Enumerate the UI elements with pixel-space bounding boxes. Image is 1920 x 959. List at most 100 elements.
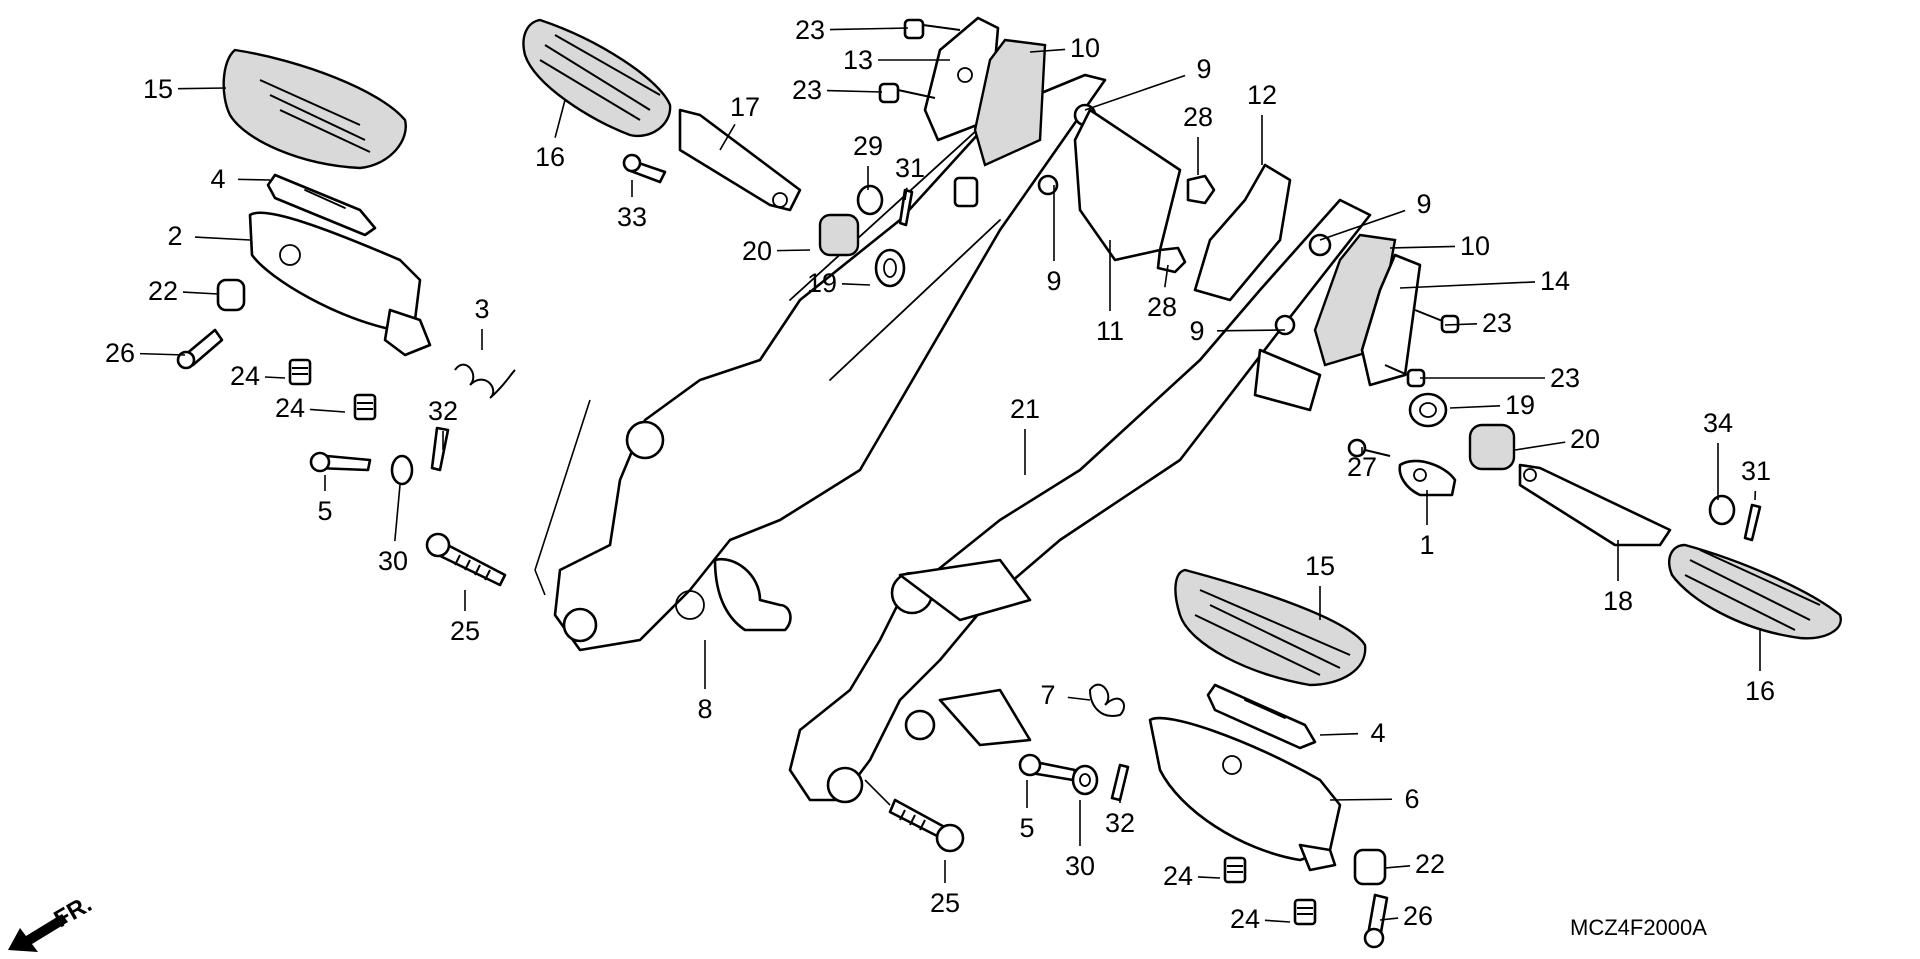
leader-line <box>1197 876 1221 879</box>
leader-line <box>394 484 401 542</box>
callout-label: 23 <box>1550 363 1580 393</box>
callout-label: 29 <box>853 131 883 161</box>
leader-line <box>182 291 219 295</box>
callout-label: 20 <box>1570 424 1600 454</box>
label-leaders <box>139 27 1761 923</box>
callout-label: 9 <box>1189 316 1204 346</box>
diagram-code: MCZ4F2000A <box>1570 915 1707 940</box>
callout-label: 25 <box>450 616 480 646</box>
part-pivot-bolt-left[interactable] <box>176 328 224 370</box>
part-bolt-23b[interactable] <box>878 82 936 104</box>
part-spring-3[interactable] <box>454 363 516 399</box>
part-bolt-25b[interactable] <box>888 798 965 853</box>
callout-label: 6 <box>1404 784 1419 814</box>
part-guard-12[interactable] <box>1193 163 1292 302</box>
part-footpeg-rubber-15b[interactable] <box>1174 568 1367 687</box>
callout-label: 21 <box>1010 394 1040 424</box>
part-pin-5b[interactable] <box>1018 753 1077 782</box>
leader-line <box>826 89 883 93</box>
callout-label: 2 <box>167 221 182 251</box>
callout-label: 15 <box>1305 551 1335 581</box>
part-bolt-23a[interactable] <box>903 18 961 40</box>
part-washer-34[interactable] <box>1708 494 1736 526</box>
leader-line <box>1084 74 1186 111</box>
part-collar-left[interactable] <box>216 278 246 312</box>
callout-label: 13 <box>843 45 873 75</box>
leader-line <box>177 87 227 90</box>
callout-label: 23 <box>795 15 825 45</box>
callout-label: 9 <box>1416 189 1431 219</box>
part-washer-30b[interactable] <box>1071 764 1099 796</box>
leader-line <box>776 249 811 252</box>
part-rubber-pad-left[interactable] <box>266 173 377 237</box>
part-collar-20b[interactable] <box>1468 423 1516 471</box>
part-pivot-bolt-right[interactable] <box>1363 893 1389 949</box>
part-footpeg-right[interactable] <box>1148 716 1342 872</box>
callout-label: 23 <box>1482 308 1512 338</box>
callout-label: 24 <box>275 393 305 423</box>
part-nut-28a[interactable] <box>1186 174 1216 205</box>
part-bolt-24d[interactable] <box>1293 898 1317 926</box>
leader-line <box>264 376 286 379</box>
callout-label: 25 <box>930 888 960 918</box>
leader-line <box>1449 405 1501 409</box>
callout-label: 3 <box>474 294 489 324</box>
leader-line <box>309 408 346 413</box>
part-bolt-24b[interactable] <box>353 393 377 421</box>
callout-label: 22 <box>1415 849 1445 879</box>
part-footpeg-rubber-16a[interactable] <box>522 18 672 138</box>
part-collar-20a[interactable] <box>818 213 860 257</box>
callout-label: 32 <box>1105 808 1135 838</box>
part-bracket-1[interactable] <box>1398 459 1457 497</box>
part-spring-7[interactable] <box>1088 683 1125 717</box>
leader-line <box>1216 329 1286 332</box>
leader-line <box>1384 864 1411 869</box>
callout-label: 31 <box>895 153 925 183</box>
part-bolt-24c[interactable] <box>1223 856 1247 884</box>
part-pin-31a[interactable] <box>898 188 914 227</box>
callout-label: 14 <box>1540 266 1570 296</box>
callout-label: 15 <box>143 74 173 104</box>
part-footpeg-arm-18[interactable] <box>1518 463 1672 547</box>
callout-label: 9 <box>1196 54 1211 84</box>
part-pin-33[interactable] <box>622 153 667 184</box>
part-washer-30a[interactable] <box>390 454 414 486</box>
callout-label: 17 <box>730 92 760 122</box>
leader-line <box>1444 322 1478 326</box>
callout-label: 19 <box>807 268 837 298</box>
part-rubber-pad-right[interactable] <box>1206 683 1317 750</box>
part-washer-29[interactable] <box>856 184 884 216</box>
part-nut-28b[interactable] <box>1156 246 1187 274</box>
callout-label: 10 <box>1070 33 1100 63</box>
part-plate-10a[interactable] <box>973 38 1047 167</box>
part-bolt-24a[interactable] <box>288 358 312 386</box>
part-washer-19a[interactable] <box>874 248 906 288</box>
leader-line <box>719 123 736 151</box>
part-footpeg-arm-17[interactable] <box>678 108 802 212</box>
callout-label: 28 <box>1147 292 1177 322</box>
part-guard-11[interactable] <box>1073 108 1182 262</box>
part-footpeg-rubber-left[interactable] <box>222 48 407 170</box>
part-pin-32b[interactable] <box>1110 763 1130 802</box>
callout-label: 11 <box>1096 316 1124 346</box>
leader-line <box>841 283 871 286</box>
leader-line <box>1514 441 1566 451</box>
part-collar-22b[interactable] <box>1353 848 1387 886</box>
leader-line <box>237 178 271 181</box>
part-right-step-holder[interactable] <box>788 198 1372 804</box>
part-washer-19b[interactable] <box>1408 392 1448 428</box>
leader-line <box>194 236 251 241</box>
leader-line <box>1389 245 1456 249</box>
part-pin-5a[interactable] <box>309 451 372 473</box>
part-pin-31b[interactable] <box>1743 503 1762 542</box>
part-pin-32a[interactable] <box>430 426 450 472</box>
part-bolt-27[interactable] <box>1347 438 1391 458</box>
part-bolt-23c[interactable] <box>1414 309 1460 334</box>
leader-line <box>1319 209 1406 241</box>
front-arrow-icon <box>8 914 68 952</box>
part-footpeg-left[interactable] <box>248 211 432 357</box>
part-bolt-25a[interactable] <box>425 532 507 587</box>
part-footpeg-rubber-16b[interactable] <box>1668 543 1842 640</box>
